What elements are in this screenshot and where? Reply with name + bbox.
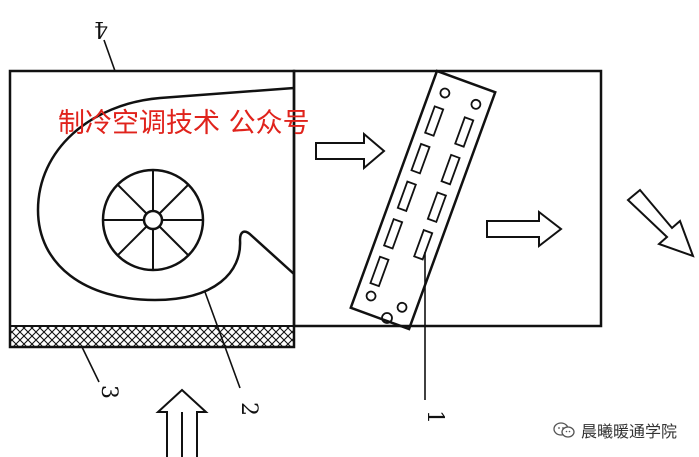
airflow-arrow-outlet: [626, 188, 695, 258]
overlay-watermark-text: 制冷空调技术 公众号: [58, 108, 310, 139]
coil-drain-point: [381, 312, 393, 324]
fan-impeller: [101, 168, 205, 272]
source-watermark: 晨曦暖通学院: [553, 418, 677, 442]
wechat-icon: [553, 422, 575, 438]
coil-section-box: [292, 69, 603, 328]
part-label-2: 2: [236, 402, 261, 416]
part-label-3: 3: [96, 385, 121, 399]
filter: [9, 325, 295, 348]
fan-volute: [36, 86, 295, 302]
part-label-1: 1: [422, 410, 447, 424]
leader-line-4: [103, 39, 116, 72]
airflow-arrow-after-coil: [486, 209, 563, 249]
watermark-label: 晨曦暖通学院: [580, 422, 677, 441]
airflow-arrow-in-coil: [315, 131, 386, 171]
leader-line-3: [81, 346, 100, 383]
coil: [349, 69, 497, 331]
airflow-arrow-inlet: [155, 388, 209, 457]
part-label-4: 4: [94, 16, 108, 41]
leader-line-2: [204, 291, 241, 389]
